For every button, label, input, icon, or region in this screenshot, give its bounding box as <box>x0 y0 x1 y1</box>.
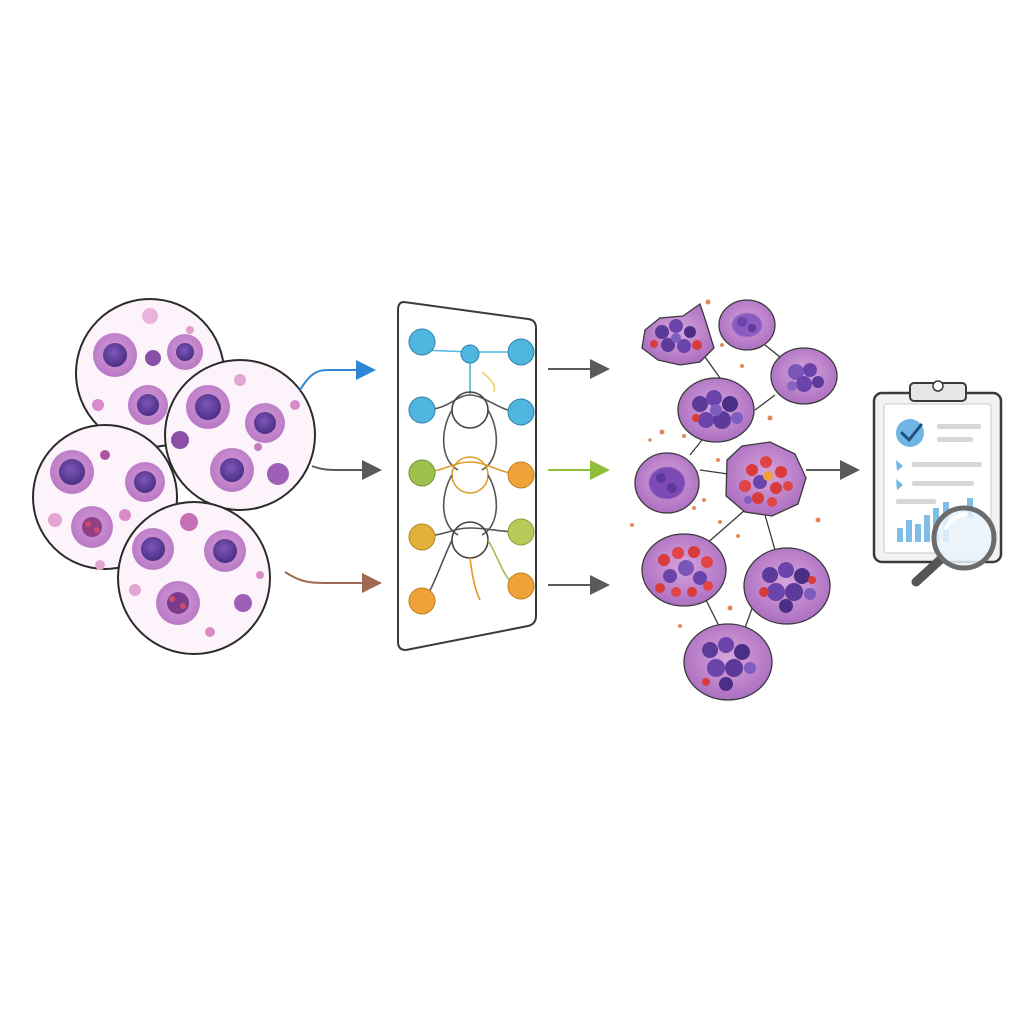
tissue-slide-4 <box>117 501 271 655</box>
node-out-5 <box>507 572 535 600</box>
node-in-5 <box>408 587 436 615</box>
node-in-3 <box>408 459 436 487</box>
cell-a <box>641 302 715 366</box>
tissue-slides-group <box>32 298 316 655</box>
arrow-gray <box>311 460 382 480</box>
scattered-particles <box>630 299 821 628</box>
tissue-slide-2 <box>164 359 316 511</box>
node-out-1 <box>507 338 535 366</box>
node-out-4 <box>507 518 535 546</box>
diagnostic-report <box>872 380 1003 587</box>
arrow-blue <box>299 360 376 391</box>
checkmark-icon <box>896 419 924 447</box>
cell-h <box>743 547 831 625</box>
cell-g-malignant <box>641 533 727 607</box>
report-lines <box>896 424 982 504</box>
report-bullets <box>896 460 903 490</box>
cell-e <box>634 452 700 514</box>
input-arrows <box>284 360 382 593</box>
node-in-1 <box>408 328 436 356</box>
tissue-slide-1 <box>75 298 225 448</box>
node-out-2 <box>507 398 535 426</box>
node-in-2 <box>408 396 436 424</box>
node-out-3 <box>507 461 535 489</box>
cell-d <box>677 377 755 443</box>
cell-b <box>718 299 776 351</box>
magnifier-icon <box>911 505 997 587</box>
node-in-4 <box>408 523 436 551</box>
node-hidden-top <box>460 344 480 364</box>
classified-cells-group <box>630 299 838 701</box>
arrow-brown <box>284 571 382 593</box>
cell-i <box>683 623 773 701</box>
cell-c <box>770 347 838 405</box>
neural-network-panel <box>397 300 537 652</box>
cell-f-malignant <box>725 441 807 517</box>
network-output-arrows <box>548 359 610 595</box>
